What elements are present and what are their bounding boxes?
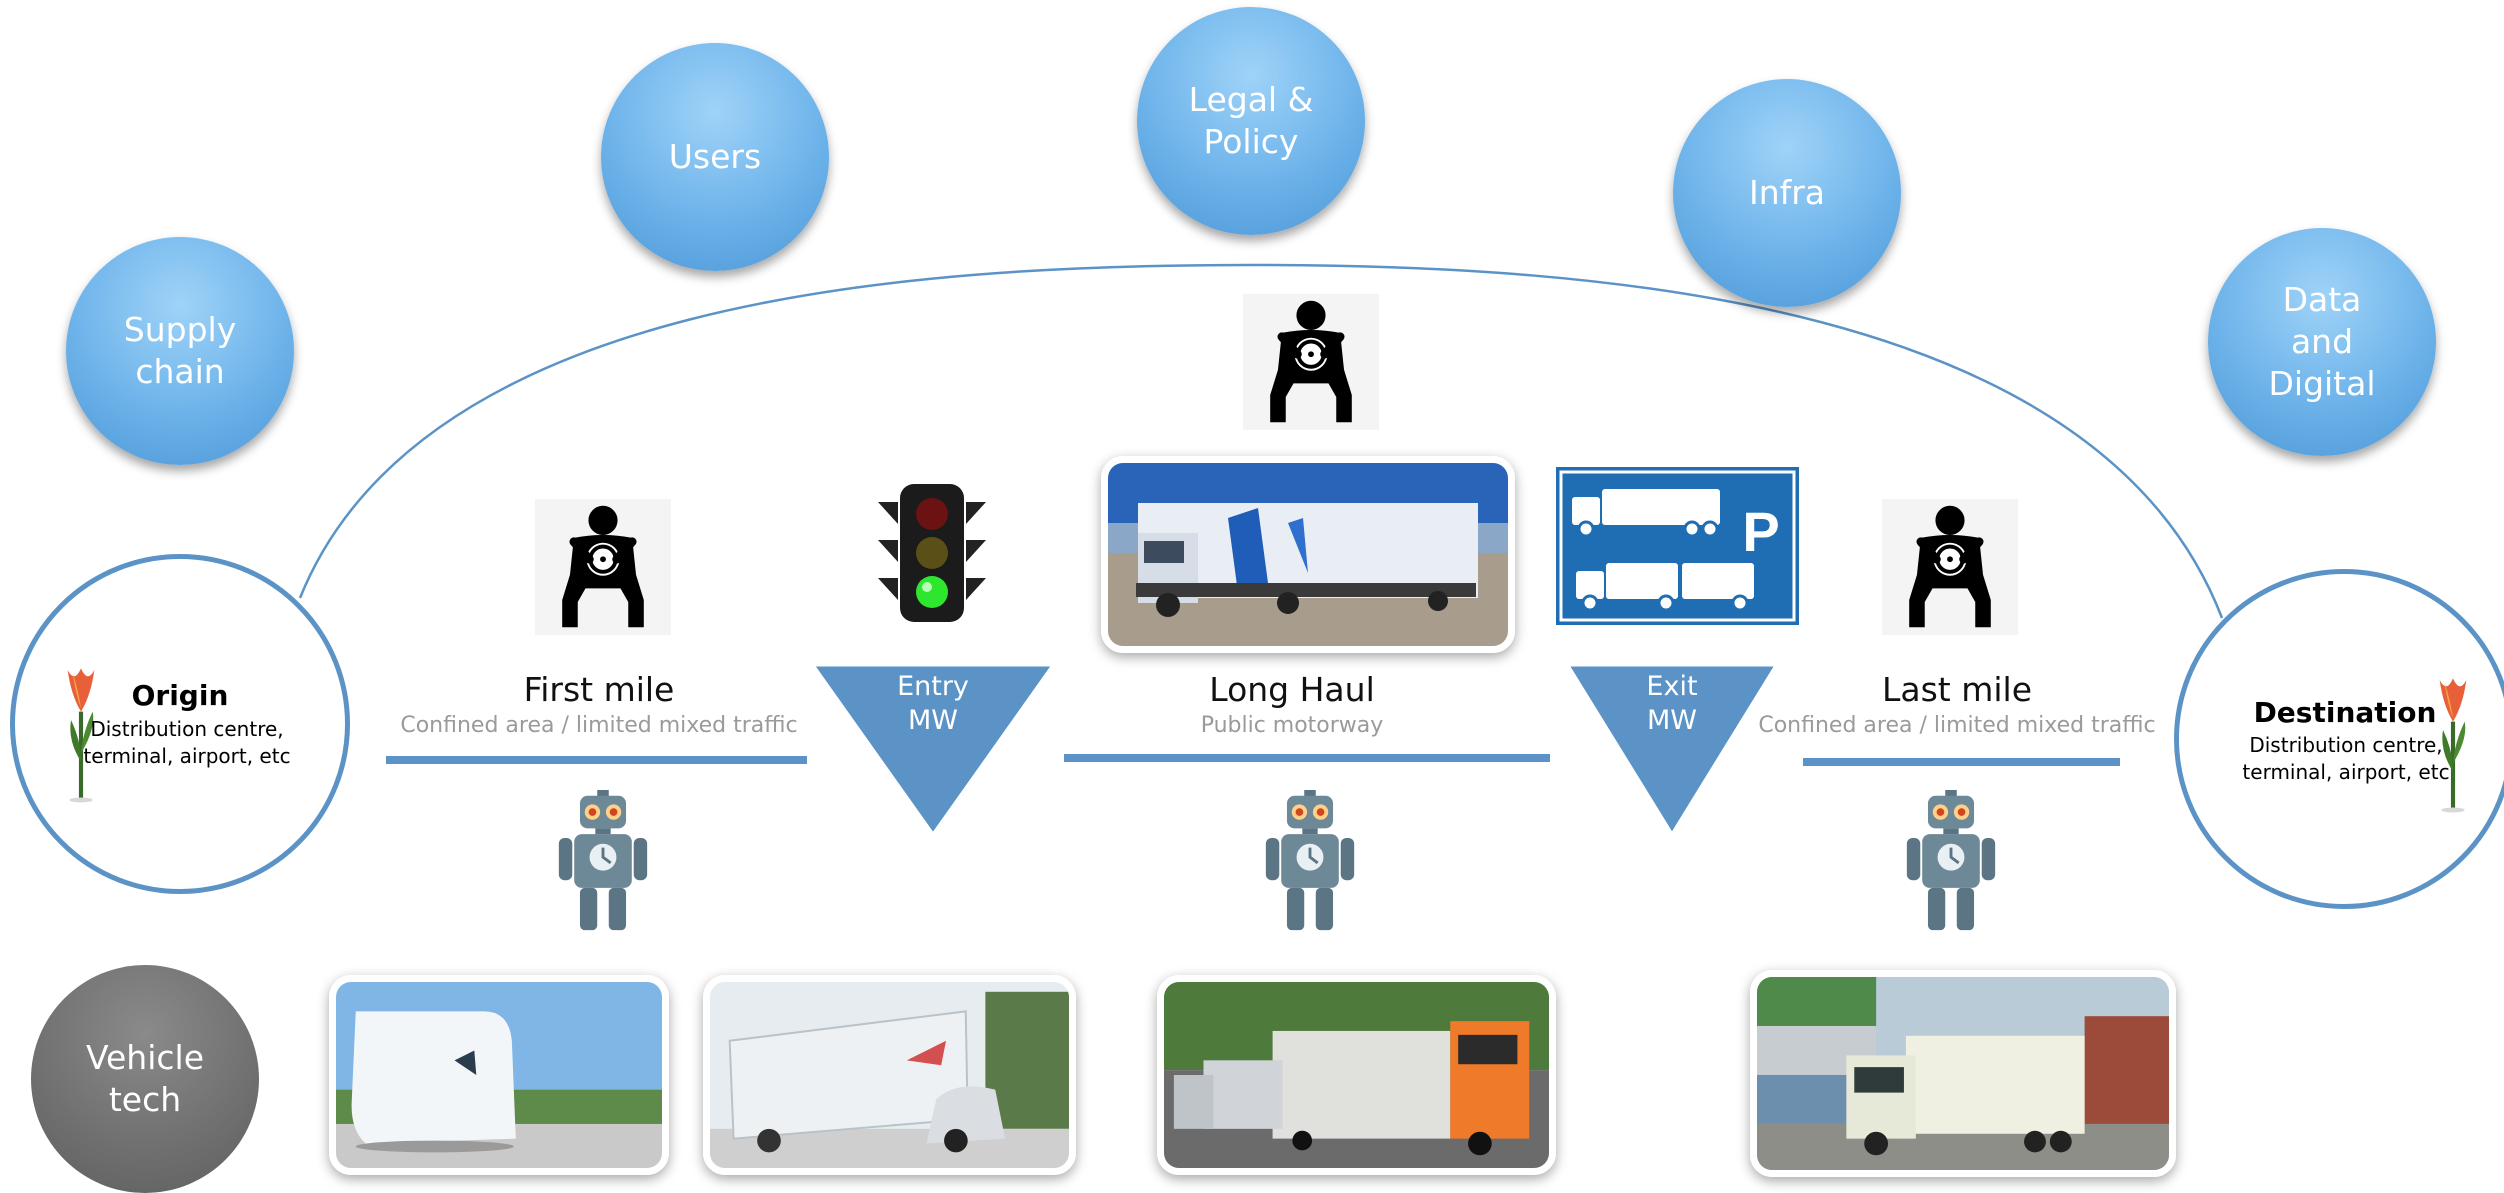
robot-icon: [1903, 790, 1999, 934]
robot-icon: [555, 790, 651, 934]
robot-icon: [1262, 790, 1358, 934]
origin-circle: [10, 554, 350, 894]
long-haul-subtitle: Public motorway: [1200, 713, 1384, 738]
autonomous-pod-photo: [329, 975, 669, 1175]
users-bubble: Users: [601, 43, 829, 271]
last-mile-line: [1803, 758, 2120, 766]
last-mile-title: Last mile: [1881, 670, 2032, 709]
platooning-trucks-photo: [1157, 975, 1556, 1175]
first-mile-line: [386, 756, 807, 764]
origin-subtitle: Distribution centre, terminal, airport, …: [83, 717, 291, 768]
truck-parking-sign-icon: P: [1556, 467, 1799, 625]
long-haul-photo: [1101, 456, 1515, 653]
long-haul-line: [1064, 754, 1550, 762]
exit-mw-triangle: [1563, 661, 1781, 839]
long-haul-title: Long Haul: [1209, 670, 1375, 709]
legal-policy-bubble: Legal & Policy: [1137, 7, 1365, 235]
origin-title: Origin: [131, 679, 229, 712]
driver-icon: [1243, 292, 1379, 432]
destination-title: Destination: [2253, 696, 2437, 729]
destination-circle: [2174, 569, 2504, 909]
last-mile-subtitle: Confined area / limited mixed traffic: [1758, 713, 2156, 738]
driver-icon: [535, 497, 671, 637]
vehicle-tech-bubble: Vehicle tech: [31, 965, 259, 1193]
svg-text:P: P: [1742, 500, 1779, 563]
first-mile-subtitle: Confined area / limited mixed traffic: [400, 713, 798, 738]
first-mile-title: First mile: [523, 670, 675, 709]
destination-subtitle: Distribution centre, terminal, airport, …: [2242, 733, 2450, 784]
infra-bubble: Infra: [1673, 79, 1901, 307]
exit-mw-label: Exit MW: [1646, 671, 1698, 736]
container-terminal-truck-photo: [1750, 970, 2176, 1177]
data-digital-bubble: Data and Digital: [2208, 228, 2436, 456]
entry-mw-triangle: [808, 661, 1058, 839]
vera-truck-photo: [703, 975, 1076, 1175]
supply-chain-bubble: Supply chain: [66, 237, 294, 465]
entry-mw-label: Entry MW: [897, 671, 969, 736]
traffic-light-icon: [878, 484, 986, 622]
driver-icon: [1882, 497, 2018, 637]
